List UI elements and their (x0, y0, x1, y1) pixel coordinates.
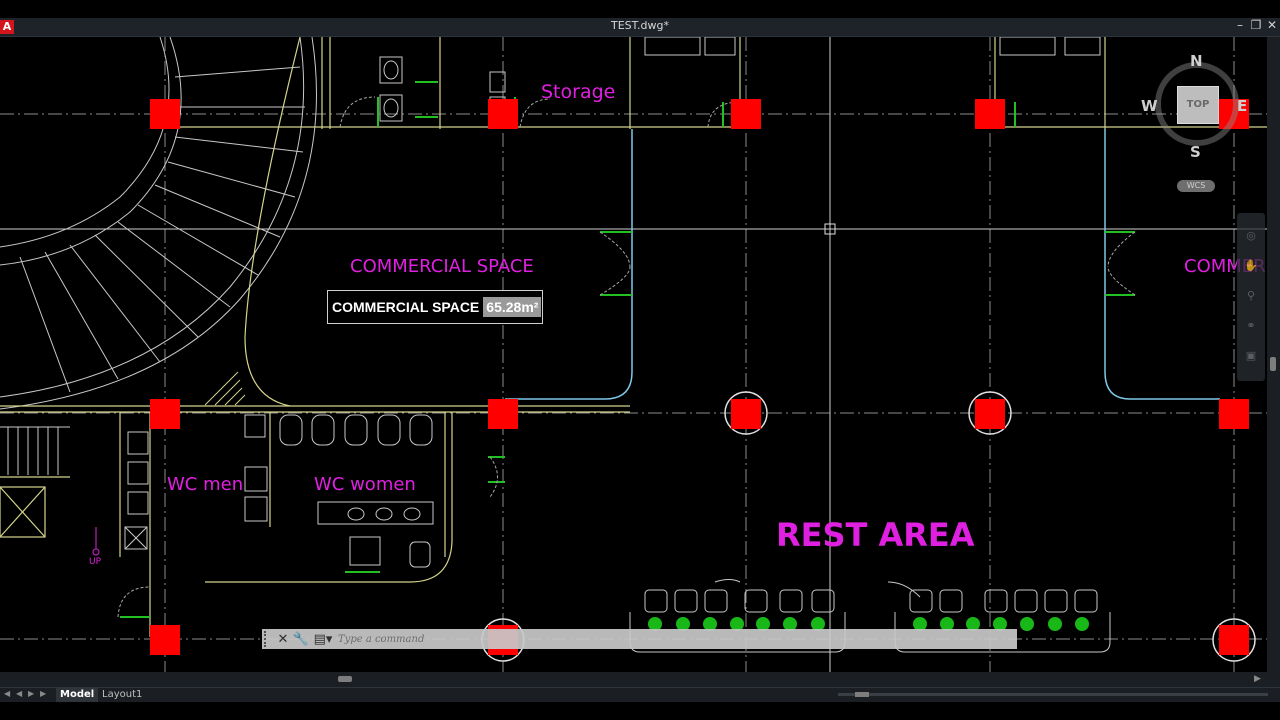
command-history-icon[interactable]: ▤▾ (313, 631, 333, 647)
prev-tab-icon[interactable]: ◀ (16, 689, 23, 698)
steering-wheel-icon[interactable]: ◎ (1246, 229, 1256, 242)
first-tab-icon[interactable]: ◀ (4, 689, 11, 698)
doors (120, 81, 1135, 618)
crosshair-cursor (0, 37, 1267, 687)
glass-storefront (505, 129, 1220, 400)
straight-stair (0, 426, 70, 475)
spiral-staircase (0, 37, 317, 410)
next-tab-icon[interactable]: ▶ (28, 689, 35, 698)
title-bar: A TEST.dwg* – ❐ ✕ (0, 18, 1280, 37)
close-icon[interactable]: ✕ (1266, 18, 1278, 32)
layout-tabs-bar: ◀ ◀ ▶ ▶ Model Layout1 (0, 687, 1280, 703)
drawing-canvas[interactable]: Storage COMMERCIAL SPACE COMMER WC men W… (0, 37, 1280, 687)
orbit-icon[interactable]: ⚭ (1246, 319, 1256, 332)
compass-west[interactable]: W (1141, 97, 1158, 115)
up-marker (92, 527, 100, 556)
command-input[interactable] (336, 632, 1000, 646)
structural-columns (150, 99, 1249, 655)
close-icon[interactable]: ✕ (277, 631, 289, 647)
tab-scroll-track[interactable] (838, 693, 1268, 696)
room-label-wc-men[interactable]: WC men (167, 474, 244, 495)
pan-icon[interactable]: ✋ (1244, 259, 1258, 272)
vertical-scrollbar-thumb[interactable] (1270, 357, 1276, 371)
compass-east[interactable]: E (1237, 97, 1248, 115)
compass-ring[interactable] (1155, 62, 1239, 146)
minimize-icon[interactable]: – (1237, 18, 1243, 32)
restore-icon[interactable]: ❐ (1250, 18, 1262, 32)
area-tag-name: COMMERCIAL SPACE (332, 299, 480, 315)
autocad-logo-icon[interactable]: A (0, 20, 14, 34)
floor-plan-drawing (0, 37, 1267, 687)
room-label-rest-area[interactable]: REST AREA (776, 516, 975, 554)
last-tab-icon[interactable]: ▶ (40, 689, 47, 698)
room-label-storage[interactable]: Storage (541, 81, 616, 103)
command-line[interactable]: ✕ 🔧 ▤▾ (262, 629, 1017, 649)
navigation-bar[interactable]: ◎ ✋ ⚲ ⚭ ▣ (1237, 213, 1265, 381)
viewcube[interactable]: TOP N S E W (1141, 52, 1248, 161)
zoom-extents-icon[interactable]: ⚲ (1246, 289, 1256, 302)
toilet-fixtures (124, 37, 1101, 568)
planters (648, 617, 1089, 631)
document-title: TEST.dwg* (610, 19, 670, 32)
bottom-margin (0, 702, 1280, 720)
hatch-pattern (204, 371, 246, 406)
door-swings (117, 96, 1136, 618)
compass-south[interactable]: S (1190, 143, 1201, 161)
scroll-right-icon[interactable]: ▶ (1254, 674, 1261, 684)
command-line-grip[interactable] (264, 631, 274, 647)
showmotion-icon[interactable]: ▣ (1245, 349, 1257, 362)
tab-scroll-thumb[interactable] (855, 692, 869, 697)
grid-lines (0, 37, 1267, 687)
tab-model[interactable]: Model (56, 688, 99, 702)
wrench-icon[interactable]: 🔧 (292, 631, 310, 647)
area-field-tag[interactable]: COMMERCIAL SPACE 65.28m² (327, 290, 544, 324)
area-tag-value[interactable]: 65.28m² (483, 297, 542, 317)
walls (0, 37, 1267, 637)
room-label-wc-women[interactable]: WC women (314, 474, 416, 495)
compass-north[interactable]: N (1190, 52, 1203, 70)
room-label-commercial-space[interactable]: COMMERCIAL SPACE (350, 256, 534, 277)
horizontal-scrollbar-thumb[interactable] (338, 676, 352, 682)
tab-layout1[interactable]: Layout1 (102, 689, 143, 700)
vertical-scrollbar[interactable] (1267, 37, 1280, 672)
viewcube-top-face[interactable]: TOP (1177, 86, 1219, 124)
stair-up-label: UP (89, 557, 102, 567)
horizontal-scrollbar[interactable]: ▶ (0, 672, 1280, 687)
ucs-menu[interactable]: WCS (1177, 180, 1215, 192)
